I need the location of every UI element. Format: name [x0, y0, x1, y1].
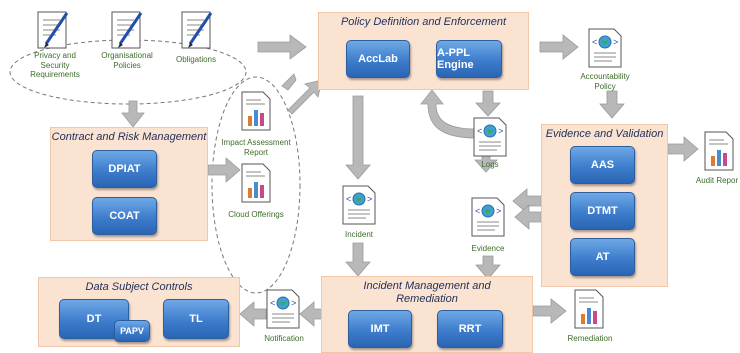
contract-risk-title: Contract and Risk Management — [51, 131, 207, 143]
arrow-evidence-to-evidence-doc — [514, 204, 542, 230]
arrow-incident-doc-to-incident-mgmt — [345, 242, 371, 277]
arrow-policy-to-incident — [345, 95, 371, 180]
acclab-button[interactable]: AccLab — [346, 40, 410, 78]
remediation-chart-icon — [574, 289, 604, 329]
svg-text:<: < — [477, 127, 482, 137]
arrow-incident-to-remediation — [532, 298, 567, 324]
logs-globe-icon: < > — [473, 117, 507, 157]
dtmt-button[interactable]: DTMT — [570, 192, 635, 230]
tl-button[interactable]: TL — [163, 299, 229, 339]
arrow-evidence-doc-to-incident-mgmt — [475, 255, 501, 280]
svg-text:<: < — [270, 299, 275, 309]
incident-management-panel: Incident Management and Remediation IMT … — [321, 276, 533, 353]
organisational-policies-label: Organisational Policies — [101, 51, 153, 70]
svg-text:>: > — [367, 195, 372, 205]
policy-definition-title: Policy Definition and Enforcement — [340, 16, 507, 28]
privacy-requirements-doc-icon — [37, 11, 69, 49]
svg-text:>: > — [496, 207, 501, 217]
arrow-notification-to-subject — [239, 301, 267, 327]
accountability-policy-label: Accountability Policy — [580, 72, 630, 91]
svg-text:>: > — [498, 127, 503, 137]
rrt-button[interactable]: RRT — [437, 310, 503, 348]
notification-globe-icon: < > — [266, 289, 300, 329]
incident-label: Incident — [344, 230, 374, 239]
at-button[interactable]: AT — [570, 238, 635, 276]
arrow-reports-to-policy — [287, 79, 323, 115]
evidence-validation-title: Evidence and Validation — [545, 128, 664, 140]
privacy-requirements-label: Privacy and Security Requirements — [30, 51, 80, 79]
audit-report-label: Audit Repor — [695, 176, 739, 185]
cloud-offerings-label: Cloud Offerings — [228, 210, 284, 219]
imt-button[interactable]: IMT — [348, 310, 412, 348]
arrow-evidence-to-audit — [667, 136, 699, 162]
obligations-doc-icon — [181, 11, 213, 49]
cloud-offerings-chart-icon — [241, 163, 271, 203]
remediation-label: Remediation — [567, 334, 613, 343]
svg-text:<: < — [592, 38, 597, 48]
arrow-accountability-to-evidence — [599, 90, 625, 119]
accountability-globe-icon: < > — [588, 28, 622, 68]
impact-report-chart-icon — [241, 91, 271, 131]
svg-text:>: > — [291, 299, 296, 309]
arrow-policy-to-logs — [475, 90, 501, 117]
coat-button[interactable]: COAT — [92, 197, 157, 235]
papv-button[interactable]: PAPV — [114, 320, 150, 342]
policy-definition-panel: Policy Definition and Enforcement AccLab… — [318, 12, 529, 90]
arrow-inputs-to-contract — [121, 100, 145, 128]
svg-text:>: > — [613, 38, 618, 48]
arrow-inputs-to-policy — [257, 34, 307, 60]
logs-label: Logs — [481, 160, 499, 169]
arrow-policy-to-accountability — [539, 34, 579, 60]
contract-risk-panel: Contract and Risk Management DPIAT COAT — [50, 127, 208, 241]
obligations-label: Obligations — [175, 55, 217, 64]
incident-globe-icon: < > — [342, 185, 376, 225]
arrow-contract-to-reports — [207, 157, 241, 183]
evidence-label: Evidence — [471, 244, 505, 253]
evidence-globe-icon: < > — [471, 197, 505, 237]
arrow-evidence-to-logs — [512, 188, 542, 214]
impact-report-label: Impact Assessment Report — [221, 138, 291, 157]
svg-text:<: < — [475, 207, 480, 217]
organisational-policies-doc-icon — [111, 11, 143, 49]
incident-management-title: Incident Management and Remediation — [363, 280, 491, 305]
reports-group-outline — [211, 76, 301, 294]
notification-label: Notification — [264, 334, 304, 343]
dpiat-button[interactable]: DPIAT — [92, 150, 157, 188]
data-subject-controls-panel: Data Subject Controls DT PAPV TL — [38, 277, 240, 347]
data-subject-controls-title: Data Subject Controls — [85, 281, 193, 293]
evidence-validation-panel: Evidence and Validation AAS DTMT AT — [541, 124, 668, 287]
svg-text:<: < — [346, 195, 351, 205]
arrow-logs-to-policy — [420, 89, 477, 139]
requirements-group-outline — [9, 39, 247, 105]
aas-button[interactable]: AAS — [570, 146, 635, 184]
arrow-policy-down-to-impact — [281, 73, 297, 91]
audit-report-chart-icon — [704, 131, 734, 171]
appl-engine-button[interactable]: A-PPL Engine — [436, 40, 502, 78]
